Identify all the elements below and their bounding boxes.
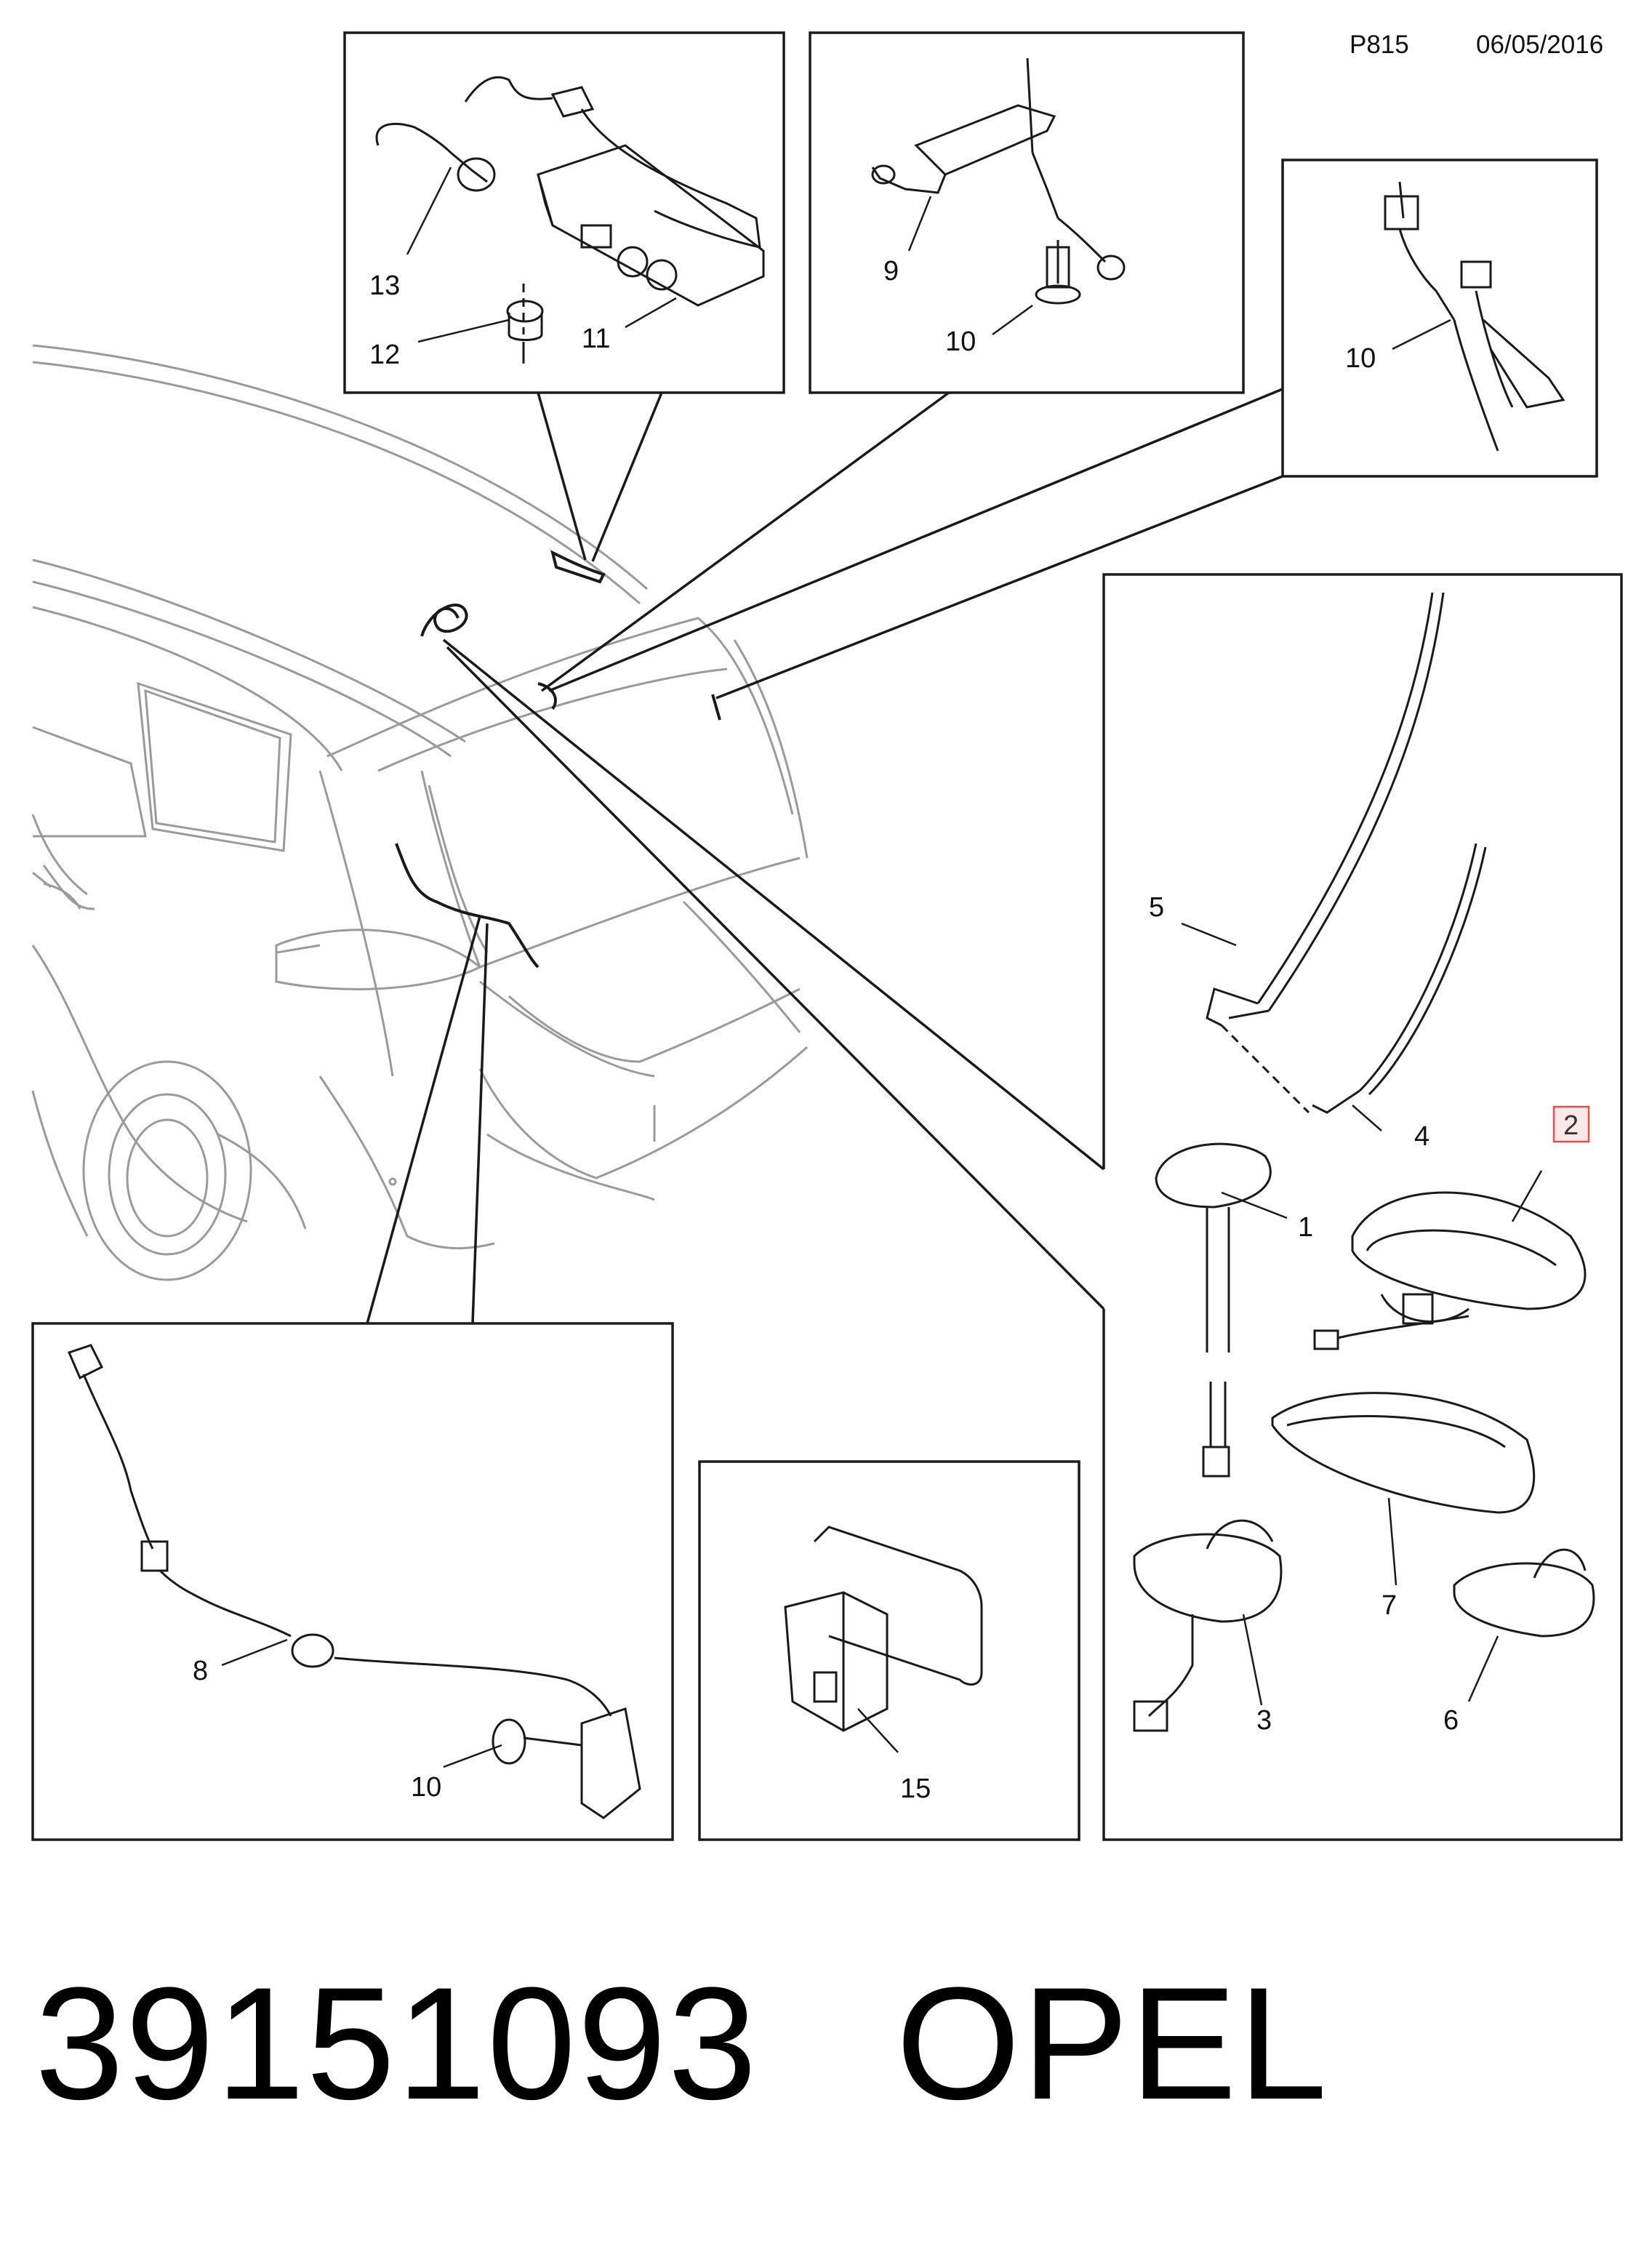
part-number: 39151093	[35, 1954, 758, 2133]
box-top-right	[1281, 159, 1598, 478]
antenna-fin-2	[1351, 1191, 1587, 1310]
part-illustrations-box5	[67, 1344, 641, 1819]
diagram-code: P815	[1350, 31, 1409, 59]
callout-labels: 13 12 11 9 10 10 5 4 1 2 7 3 6 8 10 15	[193, 256, 1590, 1804]
car-harness	[395, 550, 721, 969]
antenna-rod-5	[1256, 592, 1434, 1004]
antenna-fin-6	[1453, 1562, 1595, 1638]
callout-12: 11	[582, 324, 610, 354]
callout-2-highlight	[1552, 1105, 1590, 1143]
callout-8: 8	[193, 1656, 208, 1686]
part-illustrations-antenna	[1133, 592, 1595, 1732]
car-outline	[31, 344, 809, 1281]
callout-10a: 10	[945, 326, 976, 357]
footer-title: 39151093 OPEL	[35, 1963, 1328, 2123]
box-top-left	[343, 31, 785, 394]
diagram-date: 06/05/2016	[1476, 31, 1604, 59]
detail-boxes	[31, 31, 1623, 1841]
box-top-middle	[809, 31, 1245, 394]
callout-13: 12	[369, 340, 400, 370]
callout-5: 5	[1149, 892, 1164, 923]
callout-leaders	[221, 167, 1543, 1768]
callout-11: 10	[1345, 343, 1376, 374]
callout-3: 3	[1256, 1705, 1272, 1736]
antenna-rod-4	[1358, 843, 1477, 1092]
callout-2: 2	[1563, 1110, 1579, 1141]
box-bottom-left	[31, 1322, 674, 1841]
antenna-fin-3	[1133, 1533, 1283, 1623]
callout-6: 6	[1443, 1705, 1459, 1736]
brand-name: OPEL	[896, 1954, 1329, 2133]
box-antenna-group	[1102, 573, 1623, 1841]
callout-1: 1	[1298, 1212, 1313, 1243]
part-illustrations-box6	[784, 1526, 983, 1732]
part-illustrations-box3	[1384, 181, 1565, 452]
box-bottom-middle	[698, 1460, 1080, 1841]
antenna-base-1	[1155, 1142, 1272, 1209]
callout-4: 4	[1414, 1121, 1430, 1152]
antenna-fin-7	[1271, 1392, 1536, 1514]
part-illustrations-box1	[375, 76, 765, 364]
part-illustrations-box2	[871, 57, 1126, 305]
callout-10b: 10	[411, 1772, 441, 1803]
leader-lines	[366, 388, 1283, 1324]
callout-14: 13	[369, 271, 400, 301]
callout-9: 9	[883, 256, 899, 286]
callout-7: 7	[1382, 1590, 1397, 1621]
callout-15: 15	[900, 1774, 931, 1804]
module-15	[813, 1526, 983, 1686]
